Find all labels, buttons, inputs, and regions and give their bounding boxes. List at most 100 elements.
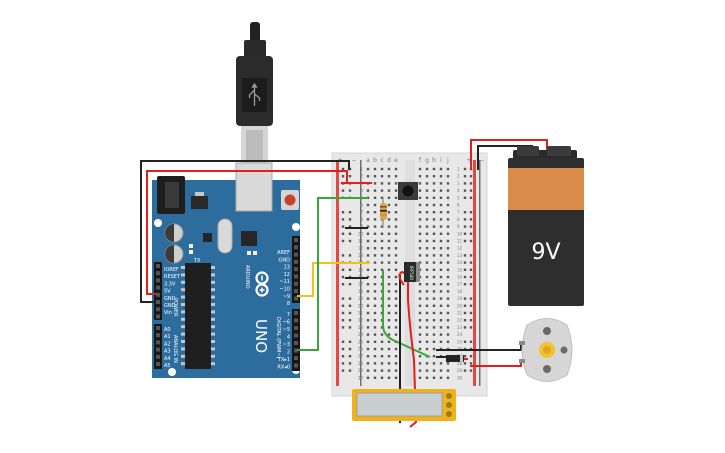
breadboard-hole[interactable] — [439, 304, 443, 307]
rail-hole[interactable] — [348, 326, 352, 329]
header-pin[interactable] — [294, 296, 298, 301]
header-pin[interactable] — [294, 363, 298, 368]
breadboard-hole[interactable] — [432, 275, 436, 279]
breadboard-hole[interactable] — [418, 297, 422, 300]
breadboard-hole[interactable] — [394, 218, 398, 221]
breadboard-hole[interactable] — [373, 311, 377, 315]
rail-hole[interactable] — [469, 239, 473, 243]
breadboard-hole[interactable] — [394, 225, 398, 228]
breadboard-hole[interactable] — [380, 369, 384, 372]
rail-hole[interactable] — [348, 304, 352, 307]
breadboard-hole[interactable] — [394, 333, 398, 336]
breadboard-hole[interactable] — [366, 362, 370, 365]
breadboard-hole[interactable] — [439, 261, 443, 264]
rail-hole[interactable] — [341, 175, 345, 178]
breadboard-hole[interactable] — [446, 290, 450, 293]
breadboard-hole[interactable] — [387, 319, 391, 322]
rail-hole[interactable] — [469, 369, 473, 372]
breadboard-hole[interactable] — [425, 326, 429, 329]
breadboard-hole[interactable] — [387, 196, 391, 199]
breadboard-hole[interactable] — [439, 211, 443, 214]
breadboard-hole[interactable] — [373, 333, 377, 336]
breadboard-hole[interactable] — [418, 225, 422, 228]
breadboard-hole[interactable] — [446, 376, 450, 379]
diode[interactable] — [446, 355, 464, 362]
breadboard-hole[interactable] — [373, 355, 377, 358]
header-pin[interactable] — [156, 326, 160, 330]
breadboard-hole[interactable] — [418, 211, 422, 214]
header-pin[interactable] — [294, 333, 298, 338]
rail-hole[interactable] — [348, 283, 352, 286]
breadboard-hole[interactable] — [373, 261, 377, 264]
breadboard-hole[interactable] — [432, 196, 436, 199]
rail-hole[interactable] — [463, 304, 467, 307]
rail-hole[interactable] — [341, 362, 345, 365]
mosfet[interactable]: IRF540 — [404, 262, 420, 282]
breadboard-hole[interactable] — [432, 347, 436, 351]
header-pin[interactable] — [294, 341, 298, 345]
breadboard-hole[interactable] — [373, 369, 377, 372]
wire-lcd-red[interactable] — [398, 270, 418, 428]
breadboard-hole[interactable] — [425, 275, 429, 279]
header-pin[interactable] — [294, 245, 298, 250]
rail-hole[interactable] — [341, 254, 345, 257]
rail-hole[interactable] — [348, 268, 352, 271]
breadboard-hole[interactable] — [394, 297, 398, 300]
breadboard-hole[interactable] — [373, 376, 377, 379]
breadboard-hole[interactable] — [394, 376, 398, 379]
breadboard-hole[interactable] — [366, 326, 370, 329]
wire-motor-red[interactable] — [470, 362, 522, 367]
breadboard-hole[interactable] — [446, 247, 450, 250]
rail-hole[interactable] — [341, 167, 345, 171]
rail-hole[interactable] — [348, 362, 352, 365]
breadboard-hole[interactable] — [425, 232, 429, 235]
breadboard-hole[interactable] — [425, 297, 429, 300]
wire-motor-black[interactable] — [436, 343, 522, 351]
rail-hole[interactable] — [341, 311, 345, 315]
breadboard-hole[interactable] — [394, 232, 398, 235]
breadboard-hole[interactable] — [366, 225, 370, 228]
header-pin[interactable] — [294, 252, 298, 257]
header-pin[interactable] — [156, 271, 160, 276]
rail-hole[interactable] — [463, 283, 467, 286]
rail-hole[interactable] — [463, 311, 467, 315]
header-pin[interactable] — [294, 289, 298, 294]
breadboard-hole[interactable] — [446, 203, 450, 207]
header-pin[interactable] — [294, 238, 298, 242]
breadboard-hole[interactable] — [439, 290, 443, 293]
breadboard-hole[interactable] — [394, 182, 398, 185]
breadboard-hole[interactable] — [432, 254, 436, 257]
breadboard-hole[interactable] — [366, 211, 370, 214]
breadboard-hole[interactable] — [373, 247, 377, 250]
breadboard-hole[interactable] — [432, 218, 436, 221]
rail-hole[interactable] — [341, 304, 345, 307]
breadboard-hole[interactable] — [432, 203, 436, 207]
breadboard-hole[interactable] — [418, 340, 422, 343]
breadboard-hole[interactable] — [366, 333, 370, 336]
rail-hole[interactable] — [341, 369, 345, 372]
breadboard-hole[interactable] — [425, 218, 429, 221]
rail-hole[interactable] — [341, 283, 345, 286]
breadboard-hole[interactable] — [432, 355, 436, 358]
breadboard-hole[interactable] — [418, 362, 422, 365]
breadboard-hole[interactable] — [439, 275, 443, 279]
breadboard-hole[interactable] — [366, 203, 370, 207]
breadboard-hole[interactable] — [432, 333, 436, 336]
breadboard-hole[interactable] — [418, 218, 422, 221]
reset-button-cap[interactable] — [284, 194, 296, 206]
breadboard-hole[interactable] — [432, 239, 436, 243]
breadboard-hole[interactable] — [387, 247, 391, 250]
rail-hole[interactable] — [469, 218, 473, 221]
rail-hole[interactable] — [469, 340, 473, 343]
breadboard-hole[interactable] — [387, 333, 391, 336]
battery-9v[interactable]: 9V — [508, 146, 584, 306]
breadboard-hole[interactable] — [380, 175, 384, 178]
breadboard-hole[interactable] — [446, 340, 450, 343]
breadboard-hole[interactable] — [387, 297, 391, 300]
breadboard-hole[interactable] — [373, 362, 377, 365]
breadboard-hole[interactable] — [373, 225, 377, 228]
breadboard-hole[interactable] — [432, 182, 436, 185]
rail-hole[interactable] — [348, 211, 352, 214]
breadboard-hole[interactable] — [394, 275, 398, 279]
breadboard-hole[interactable] — [439, 268, 443, 271]
